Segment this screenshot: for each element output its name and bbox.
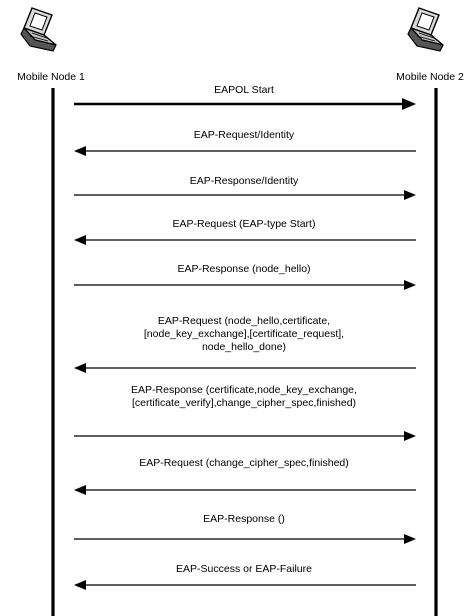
message-label: EAP-Response (node_hello) — [177, 263, 310, 275]
message: EAP-Success or EAP-Failure — [74, 563, 416, 590]
message: EAP-Response/Identity — [74, 175, 416, 200]
message-label: EAP-Response (certificate,node_key_excha… — [131, 384, 357, 396]
message-label: EAP-Response () — [203, 513, 285, 525]
arrowhead — [404, 190, 416, 200]
arrowhead — [74, 146, 86, 156]
message-label: EAP-Response/Identity — [190, 175, 299, 187]
message-label: EAP-Request/Identity — [194, 129, 295, 141]
arrowhead — [404, 280, 416, 290]
message: EAP-Response () — [74, 513, 416, 544]
laptop-icon — [407, 7, 444, 52]
arrowhead — [404, 431, 416, 441]
message: EAP-Request/Identity — [74, 129, 416, 156]
arrowhead — [74, 580, 86, 590]
message-label: [certificate_verify],change_cipher_spec,… — [132, 397, 356, 409]
message-list: EAPOL StartEAP-Request/IdentityEAP-Respo… — [74, 84, 416, 590]
arrowhead — [74, 485, 86, 495]
message: EAP-Response (node_hello) — [74, 263, 416, 290]
arrowhead — [74, 363, 86, 373]
message: EAP-Request (node_hello,certificate,[nod… — [74, 315, 416, 373]
message-label: EAP-Request (EAP-type Start) — [173, 218, 316, 230]
message-label: [node_key_exchange],[certificate_request… — [144, 328, 344, 340]
arrowhead — [404, 534, 416, 544]
message: EAP-Request (change_cipher_spec,finished… — [74, 457, 416, 495]
arrowhead — [74, 235, 86, 245]
laptop-icon — [20, 7, 57, 52]
message: EAP-Request (EAP-type Start) — [74, 218, 416, 245]
arrowhead — [402, 98, 416, 110]
message-label: node_hello_done) — [202, 341, 286, 353]
right-node-label: Mobile Node 2 — [396, 71, 464, 83]
left-node-label: Mobile Node 1 — [17, 71, 85, 83]
message-label: EAP-Request (node_hello,certificate, — [158, 315, 330, 327]
message-label: EAP-Request (change_cipher_spec,finished… — [139, 457, 349, 469]
message: EAPOL Start — [74, 84, 416, 110]
message: EAP-Response (certificate,node_key_excha… — [74, 384, 416, 441]
message-label: EAP-Success or EAP-Failure — [176, 563, 312, 575]
message-label: EAPOL Start — [214, 84, 274, 96]
